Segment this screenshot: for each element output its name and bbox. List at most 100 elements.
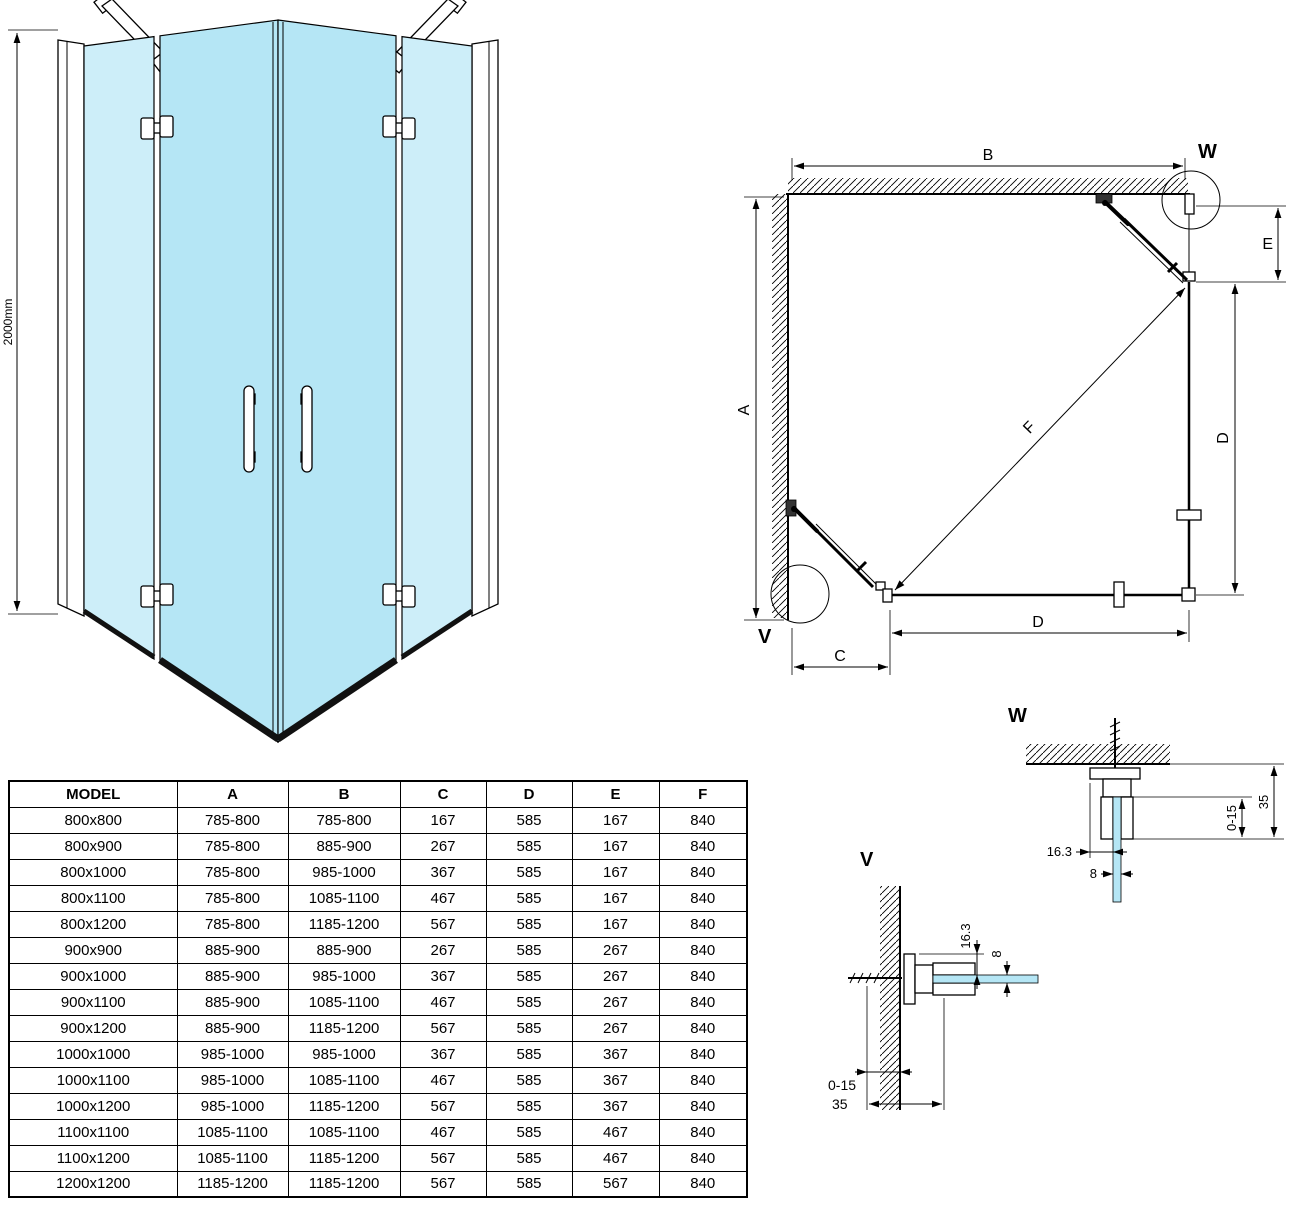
left-door-handle (243, 385, 255, 473)
right-wall-profile (471, 39, 499, 618)
dimension-cell: 267 (571, 936, 660, 964)
dimension-cell: 885-900 (287, 936, 401, 964)
dimension-cell: 1085-1100 (287, 1066, 401, 1094)
dimension-d-side: D (1196, 284, 1244, 596)
front-view-svg: 2000mm (1, 0, 499, 744)
dimension-cell: 1085-1100 (287, 988, 401, 1016)
dimension-cell: 1185-1200 (287, 1170, 401, 1198)
dimension-cell: 167 (571, 832, 660, 860)
dimension-cell: 785-800 (176, 910, 289, 938)
door-handles (243, 385, 313, 473)
dimension-cell: 985-1000 (287, 962, 401, 990)
detail-w-drawing: W (1008, 705, 1284, 903)
dimension-cell: 167 (571, 806, 660, 834)
dimension-cell: 167 (399, 806, 487, 834)
dimension-cell: 840 (658, 1092, 748, 1120)
mount-plate (903, 953, 916, 1005)
dimension-cell: 785-800 (176, 858, 289, 886)
hinge (401, 117, 416, 140)
height-dimension: 2000mm (1, 29, 58, 615)
hinge (382, 583, 397, 606)
dimension-cell: 840 (658, 1170, 748, 1198)
mounting-details: W (770, 690, 1294, 1222)
dimension-cell: 585 (485, 806, 573, 834)
model-cell: 1000x1200 (8, 1092, 178, 1120)
dimension-cell: 585 (485, 936, 573, 964)
left-door-glass (811, 525, 875, 589)
dimension-cell: 267 (571, 988, 660, 1016)
detail-w-title: W (1008, 705, 1027, 727)
dim-16-3: 16.3 (1047, 783, 1127, 859)
model-cell: 900x1100 (8, 988, 178, 1016)
dimension-c: C (791, 610, 891, 675)
dimension-cell: 840 (658, 910, 748, 938)
dimension-f: F (894, 287, 1186, 591)
anchor-screw (848, 972, 902, 984)
column-header: C (399, 780, 487, 808)
dimension-cell: 840 (658, 806, 748, 834)
bottom-panel-bracket (1113, 581, 1125, 608)
height-dimension-label: 2000mm (1, 299, 15, 346)
left-door-glass (159, 19, 279, 744)
corner-connector (1181, 587, 1196, 602)
dimension-cell: 367 (399, 1040, 487, 1068)
plan-view-svg: B A W (736, 141, 1286, 675)
model-cell: 1100x1200 (8, 1144, 178, 1172)
dimension-cell: 367 (571, 1040, 660, 1068)
dimension-cell: 567 (571, 1170, 660, 1198)
column-header: F (658, 780, 748, 808)
model-cell: 900x1200 (8, 1014, 178, 1042)
glass-clamp (1120, 796, 1134, 840)
dimension-a: A (736, 196, 784, 621)
detail-v-circle (770, 564, 830, 624)
dimension-cell: 885-900 (176, 936, 289, 964)
walls (772, 178, 1190, 620)
dimension-cell: 1185-1200 (287, 910, 401, 938)
dimension-cell: 267 (571, 1014, 660, 1042)
dimension-cell: 885-900 (176, 988, 289, 1016)
dim-8-label: 8 (1090, 866, 1097, 881)
dimension-cell: 885-900 (176, 962, 289, 990)
dimension-cell: 585 (485, 988, 573, 1016)
dimension-cell: 840 (658, 858, 748, 886)
dimension-cell: 585 (485, 884, 573, 912)
dim-16-3-label: 16.3 (1047, 844, 1072, 859)
dim-d-side-label: D (1215, 432, 1232, 444)
left-door (785, 499, 893, 603)
wall-top-hatch (788, 178, 1188, 194)
dimension-cell: 1185-1200 (287, 1144, 401, 1172)
dimension-cell: 1085-1100 (287, 1118, 401, 1146)
dimension-cell: 567 (399, 910, 487, 938)
dim-8: 8 (1090, 866, 1133, 881)
dimension-cell: 1185-1200 (176, 1170, 289, 1198)
dimension-e: E (1196, 205, 1286, 283)
right-door-glass (277, 19, 397, 744)
model-cell: 800x900 (8, 832, 178, 860)
dimension-cell: 167 (571, 884, 660, 912)
side-fixed-panel (1176, 282, 1202, 595)
dim-35: 35 (1256, 766, 1278, 837)
dimension-cell: 585 (485, 1066, 573, 1094)
dimension-cell: 985-1000 (176, 1092, 289, 1120)
model-cell: 1000x1100 (8, 1066, 178, 1094)
dimension-cell: 367 (571, 1092, 660, 1120)
dim-f-label: F (1020, 418, 1039, 437)
column-header: D (485, 780, 573, 808)
dimension-cell: 840 (658, 988, 748, 1016)
dimension-cell: 840 (658, 962, 748, 990)
dimension-cell: 785-800 (176, 806, 289, 834)
dimension-cell: 567 (399, 1014, 487, 1042)
dimension-cell: 785-800 (176, 884, 289, 912)
detail-w-label: W (1198, 141, 1217, 163)
